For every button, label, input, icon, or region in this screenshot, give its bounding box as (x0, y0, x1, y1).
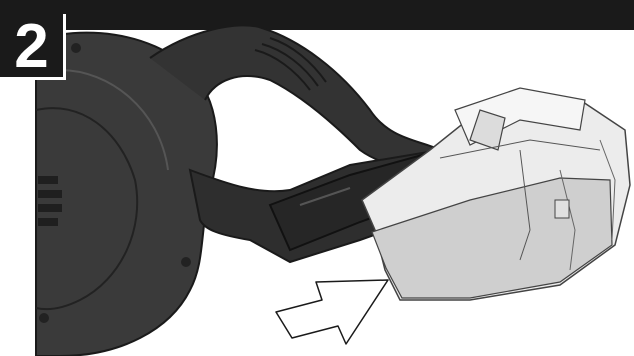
arrow-icon (275, 279, 389, 345)
step-number: 2 (14, 11, 49, 81)
header-bar (0, 0, 634, 30)
battery-icon (361, 87, 631, 301)
step-badge: 2 (0, 14, 66, 80)
